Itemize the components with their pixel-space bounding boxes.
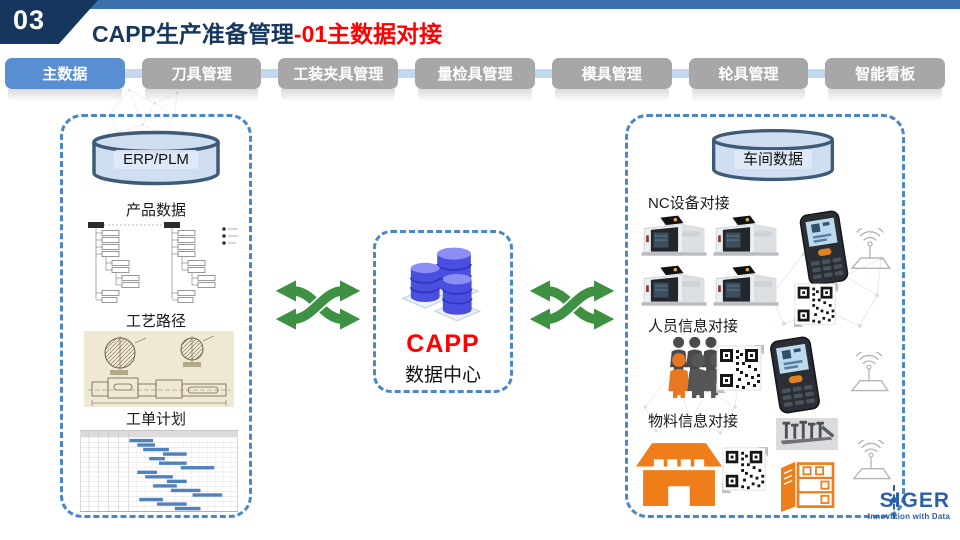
engineering-drawing [84, 331, 234, 407]
tab-gauge-management[interactable]: 量检具管理 [415, 58, 535, 102]
slide-number: 03 [13, 5, 46, 35]
warehouse-icon [634, 436, 724, 506]
cnc-machine-icon [712, 263, 780, 309]
qr-code-icon [716, 345, 764, 393]
erp-plm-database: ERP/PLM [86, 130, 226, 188]
database-cluster-icon [398, 241, 494, 327]
cnc-machine-icon [712, 213, 780, 259]
storage-cabinet-icon [778, 460, 836, 512]
tab-smart-board[interactable]: 智能看板 [825, 58, 946, 102]
tab-wheel-management[interactable]: 轮具管理 [688, 58, 809, 102]
tab-connector [396, 69, 418, 78]
cnc-machine-icon [640, 263, 708, 309]
logo-text: SIGER [879, 489, 950, 512]
wifi-antenna-icon [846, 228, 894, 271]
page-title-main: CAPP生产准备管理 [92, 21, 294, 47]
metal-parts-icon [776, 418, 838, 450]
section-label-work-order-plan: 工单计划 [125, 411, 187, 428]
tab-master-data[interactable]: 主数据 [5, 58, 125, 102]
section-label-product-data: 产品数据 [125, 202, 187, 219]
tab-connector [806, 69, 828, 78]
qr-code-icon [794, 283, 838, 327]
tab-label: 轮具管理 [718, 66, 779, 83]
wifi-antenna-icon [848, 440, 894, 481]
data-exchange-arrows-left [275, 280, 361, 330]
tab-connector [669, 69, 691, 78]
tab-label: 模具管理 [581, 66, 642, 83]
handheld-terminal-icon [763, 334, 828, 416]
logo-antenna-icon [891, 485, 897, 519]
tab-label: 刀具管理 [171, 66, 232, 83]
tab-fixture-management[interactable]: 工装夹具管理 [278, 58, 399, 102]
header-band [66, 0, 960, 9]
tab-label: 智能看板 [855, 66, 916, 83]
gantt-chart [80, 430, 238, 512]
bom-tree-diagram [72, 219, 242, 307]
capp-title: CAPP [406, 330, 480, 358]
shop-floor-panel [625, 114, 905, 518]
erp-plm-panel [60, 114, 252, 518]
tab-tool-management[interactable]: 刀具管理 [141, 58, 262, 102]
section-label-personnel-info: 人员信息对接 [648, 318, 739, 335]
tab-label: 工装夹具管理 [293, 66, 384, 83]
database-label: ERP/PLM [86, 150, 226, 169]
people-group-icon [638, 336, 718, 398]
capp-subtitle: 数据中心 [404, 365, 481, 386]
data-exchange-arrows-right [529, 280, 615, 330]
page-title-highlight: -01主数据对接 [293, 21, 443, 47]
tab-mold-management[interactable]: 模具管理 [551, 58, 672, 102]
section-label-nc-equipment: NC设备对接 [648, 195, 730, 212]
module-tab-bar: 主数据 刀具管理 工装夹具管理 量检具管理 模具管理 轮具管理 智能看板 [5, 58, 946, 102]
slide-number-badge: 03 [0, 0, 98, 44]
cnc-machine-icon [640, 213, 708, 259]
wifi-antenna-icon [846, 352, 892, 393]
capp-data-center-box: CAPP 数据中心 [373, 230, 513, 393]
tab-label: 量检具管理 [437, 66, 513, 83]
tab-label: 主数据 [42, 66, 88, 83]
section-label-process-route: 工艺路径 [125, 313, 187, 330]
database-label: 车间数据 [706, 148, 840, 169]
logo-tagline: Innovation with Data [867, 512, 950, 521]
section-label-material-info: 物料信息对接 [648, 413, 739, 430]
siger-logo: SIGER Innovation with Data [850, 489, 950, 522]
tab-connector [259, 69, 281, 78]
tab-connector [122, 69, 144, 78]
shop-floor-database: 车间数据 [706, 128, 840, 184]
page-title: CAPP生产准备管理-01主数据对接 [92, 15, 442, 49]
qr-code-icon [722, 447, 768, 493]
tab-connector [532, 69, 554, 78]
